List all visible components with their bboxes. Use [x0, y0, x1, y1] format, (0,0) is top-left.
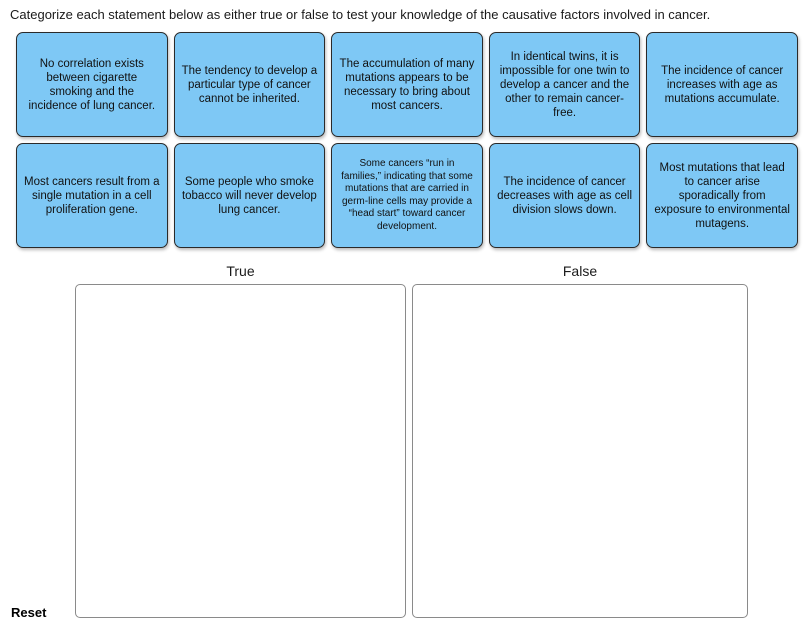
statement-card-label: The incidence of cancer decreases with a… [497, 175, 633, 216]
statement-card[interactable]: Some people who smoke tobacco will never… [173, 143, 326, 248]
true-drop-zone[interactable] [75, 284, 406, 618]
statement-card-label: The incidence of cancer increases with a… [661, 64, 784, 105]
reset-button[interactable]: Reset [11, 605, 47, 620]
false-zone-label: False [562, 263, 598, 279]
statement-card[interactable]: The accumulation of many mutations appea… [331, 32, 483, 137]
statement-card-label: In identical twins, it is impossible for… [499, 50, 630, 119]
statement-card[interactable]: In identical twins, it is impossible for… [488, 32, 641, 137]
statement-card-label: The tendency to develop a particular typ… [181, 64, 318, 105]
statement-card-label: Some people who smoke tobacco will never… [181, 175, 317, 216]
card-row-1: No correlation exists between cigarette … [16, 32, 798, 137]
statement-card-label: Most mutations that lead to cancer arise… [654, 161, 790, 230]
statement-card-label: The accumulation of many mutations appea… [339, 57, 475, 112]
true-zone-label: True [226, 263, 255, 279]
statement-card[interactable]: Most mutations that lead to cancer arise… [646, 143, 798, 248]
false-drop-zone[interactable] [412, 284, 748, 618]
statement-card[interactable]: No correlation exists between cigarette … [16, 32, 168, 137]
statement-card[interactable]: Some cancers “run in families,” indicati… [331, 143, 483, 248]
statement-card-label: Most cancers result from a single mutati… [24, 175, 160, 216]
statement-card-grid: No correlation exists between cigarette … [16, 32, 798, 254]
false-zone-wrapper: False [412, 262, 748, 618]
statement-card-label: Some cancers “run in families,” indicati… [341, 158, 473, 232]
statement-card[interactable]: Most cancers result from a single mutati… [16, 143, 168, 248]
statement-card[interactable]: The tendency to develop a particular typ… [173, 32, 326, 137]
instruction-text: Categorize each statement below as eithe… [10, 7, 711, 22]
card-row-2: Most cancers result from a single mutati… [16, 143, 798, 248]
statement-card[interactable]: The incidence of cancer increases with a… [646, 32, 798, 137]
statement-card[interactable]: The incidence of cancer decreases with a… [488, 143, 641, 248]
true-zone-wrapper: True [75, 262, 406, 618]
statement-card-label: No correlation exists between cigarette … [28, 57, 156, 112]
